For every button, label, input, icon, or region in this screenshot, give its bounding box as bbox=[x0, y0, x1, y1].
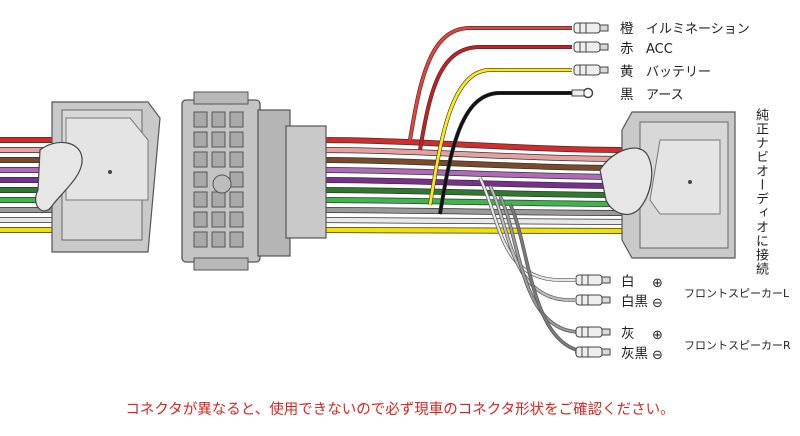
tap-color-2: 黄 bbox=[620, 64, 634, 80]
connector-pin bbox=[229, 191, 244, 208]
connector-pin bbox=[193, 131, 208, 148]
terminal-icon bbox=[573, 41, 601, 53]
connector-pin bbox=[211, 231, 226, 248]
tap-color-0: 橙 bbox=[620, 21, 634, 37]
tap-label-2: 黄 バッテリー bbox=[620, 64, 711, 80]
terminal-icon bbox=[575, 326, 603, 338]
minus-sign-icon: ⊖ bbox=[652, 296, 663, 311]
speaker-l-minus-color: 白黒 bbox=[621, 294, 648, 310]
plus-sign-icon: ⊕ bbox=[652, 276, 663, 291]
connector-pin bbox=[211, 191, 226, 208]
side-label: 純正ナビオーディオに接続 bbox=[753, 108, 768, 276]
connector-pin bbox=[193, 111, 208, 128]
tap-wire bbox=[428, 68, 572, 206]
tap-color-1: 赤 bbox=[620, 41, 634, 57]
speaker-r-label: フロントスピーカーR bbox=[684, 339, 791, 352]
minus-sign-icon: ⊖ bbox=[652, 348, 663, 363]
notice-text: コネクタが異なると、使用できないので必ず現車のコネクタ形状をご確認ください。 bbox=[125, 402, 675, 418]
wire bbox=[319, 187, 631, 198]
tap-wire bbox=[408, 26, 572, 141]
terminal-tip bbox=[599, 66, 609, 74]
ring-terminal-icon bbox=[582, 87, 594, 99]
terminal-tip bbox=[601, 328, 611, 336]
connector-pin bbox=[229, 151, 244, 168]
speaker-wire bbox=[489, 185, 575, 302]
right-connector bbox=[599, 111, 736, 259]
speaker-wires bbox=[478, 177, 591, 354]
speaker-r-minus-color: 灰黒 bbox=[621, 346, 648, 362]
terminal-tip bbox=[601, 296, 611, 304]
wire bbox=[319, 197, 631, 207]
speaker-left-labels: 白 白黒 ⊕ ⊖ フロントスピーカーL bbox=[621, 274, 790, 311]
connector-pin bbox=[229, 131, 244, 148]
wire bbox=[319, 147, 631, 162]
speaker-right-labels: 灰 灰黒 ⊕ ⊖ フロントスピーカーR bbox=[621, 326, 791, 363]
main-harness-wires bbox=[319, 137, 631, 234]
wire bbox=[319, 137, 631, 153]
tap-wire bbox=[438, 91, 572, 215]
tap-function-3: アース bbox=[646, 88, 684, 103]
plus-sign-icon: ⊕ bbox=[652, 328, 663, 343]
connector-pin bbox=[193, 231, 208, 248]
tap-function-1: ACC bbox=[646, 42, 673, 57]
tap-function-0: イルミネーション bbox=[646, 22, 750, 37]
speaker-l-label: フロントスピーカーL bbox=[684, 287, 790, 300]
tap-label-3: 黒 アース bbox=[620, 87, 684, 103]
speaker-wire bbox=[479, 177, 575, 282]
speaker-wire bbox=[499, 195, 581, 334]
wire bbox=[319, 217, 631, 225]
terminal-tip bbox=[601, 276, 611, 284]
connector-pin bbox=[211, 111, 226, 128]
connector-pin bbox=[193, 171, 208, 188]
terminal-tip bbox=[599, 43, 609, 51]
wire bbox=[319, 157, 631, 171]
tap-wires bbox=[408, 26, 572, 215]
speaker-r-plus-color: 灰 bbox=[621, 326, 635, 342]
connector-pin bbox=[229, 111, 244, 128]
wire bbox=[319, 177, 631, 189]
tap-label-1: 赤 ACC bbox=[620, 41, 673, 57]
tap-wire bbox=[418, 45, 572, 151]
connector-pin bbox=[229, 211, 244, 228]
connector-pin bbox=[193, 151, 208, 168]
terminals bbox=[571, 22, 611, 358]
terminal-tip bbox=[599, 24, 609, 32]
connector-pin bbox=[193, 211, 208, 228]
left-connector bbox=[35, 101, 161, 253]
wire bbox=[319, 167, 631, 180]
terminal-icon bbox=[575, 346, 603, 358]
connector-pin bbox=[211, 131, 226, 148]
wire bbox=[319, 207, 631, 216]
terminal-icon bbox=[573, 22, 601, 34]
tap-function-2: バッテリー bbox=[646, 65, 711, 80]
connector-pin bbox=[229, 171, 244, 188]
connector-pin bbox=[193, 191, 208, 208]
locking-latch bbox=[35, 141, 83, 212]
connector-pin-grid bbox=[193, 111, 244, 248]
center-connector bbox=[181, 91, 327, 271]
terminal-icon bbox=[573, 64, 601, 76]
locking-latch bbox=[599, 147, 653, 216]
ring-terminal-body bbox=[571, 89, 585, 97]
connector-pin bbox=[211, 211, 226, 228]
connector-pin bbox=[211, 151, 226, 168]
tap-label-0: 橙 イルミネーション bbox=[620, 21, 750, 37]
terminal-tip bbox=[601, 348, 611, 356]
connector-pin bbox=[229, 231, 244, 248]
tap-color-3: 黒 bbox=[620, 87, 634, 103]
terminal-icon bbox=[575, 274, 603, 286]
terminal-icon bbox=[575, 294, 603, 306]
wire bbox=[319, 227, 631, 234]
speaker-l-plus-color: 白 bbox=[621, 274, 635, 290]
